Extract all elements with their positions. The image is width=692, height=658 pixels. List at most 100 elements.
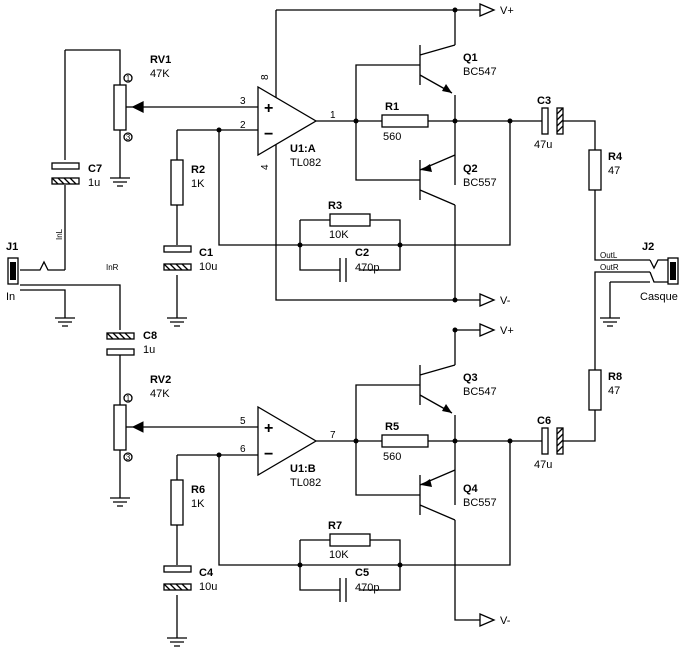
c4-ref: C4 xyxy=(199,567,214,579)
c2-ref: C2 xyxy=(355,247,369,259)
c3-value: 47u xyxy=(534,139,552,151)
rv2-pin-bottom: 3 xyxy=(126,453,131,462)
resistor-r5: R5 560 xyxy=(381,421,429,463)
resistor-r6: R6 1K xyxy=(170,479,205,526)
u1b-pin-7: 7 xyxy=(330,430,336,441)
u1b-ref: U1:B xyxy=(290,463,316,475)
r3-value: 10K xyxy=(329,229,349,241)
u1a-ref: U1:A xyxy=(290,143,316,155)
q3-ref: Q3 xyxy=(463,372,478,384)
j2-value: Casque xyxy=(640,291,678,303)
r7-ref: R7 xyxy=(328,520,342,532)
r2-value: 1K xyxy=(191,178,205,190)
u1a-value: TL082 xyxy=(290,157,321,169)
rail-vplus-label: V+ xyxy=(500,5,514,17)
resistor-r2: R2 1K xyxy=(170,159,205,206)
u1b-minus-sign: − xyxy=(264,446,273,463)
capacitor-c6: C6 47u xyxy=(534,415,564,471)
resistor-r3: R3 10K xyxy=(328,200,371,241)
rv2-pin-top: 1 xyxy=(126,394,131,403)
r4-value: 47 xyxy=(608,165,620,177)
opamp-u1a: + − 3 2 1 8 4 U1:A TL082 xyxy=(240,74,336,170)
c3-ref: C3 xyxy=(537,95,551,107)
c1-value: 10u xyxy=(199,261,217,273)
c8-value: 1u xyxy=(143,344,155,356)
resistor-r7: R7 10K xyxy=(328,520,371,561)
net-label-outl: OutL xyxy=(600,251,618,260)
rv1-value: 47K xyxy=(150,68,170,80)
u1a-minus-sign: − xyxy=(264,126,273,143)
r6-ref: R6 xyxy=(191,484,205,496)
rv1-ref: RV1 xyxy=(150,54,171,66)
capacitor-c7: C7 1u xyxy=(51,162,102,189)
q1-value: BC547 xyxy=(463,66,497,78)
rv2-value: 47K xyxy=(150,388,170,400)
rv1-pin-top: 1 xyxy=(126,74,131,83)
rail-vminus-top: V- xyxy=(479,293,511,307)
c8-ref: C8 xyxy=(143,330,157,342)
resistor-r8: R8 47 xyxy=(588,369,622,411)
resistor-r1: R1 560 xyxy=(381,101,429,143)
u1a-pin-8: 8 xyxy=(260,74,271,80)
c6-value: 47u xyxy=(534,459,552,471)
r8-ref: R8 xyxy=(608,371,622,383)
capacitor-c5: C5 470p xyxy=(339,567,379,602)
u1a-pin-3: 3 xyxy=(240,96,246,107)
u1b-value: TL082 xyxy=(290,477,321,489)
r6-value: 1K xyxy=(191,498,205,510)
rail-vminus-bottom: V- xyxy=(479,613,511,627)
resistor-r4: R4 47 xyxy=(588,149,623,191)
c2-value: 470p xyxy=(355,262,379,274)
rail-vminus-label: V- xyxy=(500,615,511,627)
u1b-pin-5: 5 xyxy=(240,416,246,427)
r5-value: 560 xyxy=(383,451,401,463)
c7-ref: C7 xyxy=(88,163,102,175)
capacitor-c1: C1 10u xyxy=(163,245,217,273)
rv1-pin-bottom: 3 xyxy=(126,133,131,142)
u1a-plus-sign: + xyxy=(264,100,273,117)
potentiometer-rv2: 1 3 RV2 47K xyxy=(113,374,171,462)
junction-dots xyxy=(216,7,513,568)
capacitor-c2: C2 470p xyxy=(339,247,379,282)
j1-ref: J1 xyxy=(6,241,18,253)
r3-ref: R3 xyxy=(328,200,342,212)
u1b-plus-sign: + xyxy=(264,420,273,437)
jack-j2: J2 Casque xyxy=(640,241,679,303)
c5-ref: C5 xyxy=(355,567,369,579)
net-label-inr: InR xyxy=(106,263,119,272)
r4-ref: R4 xyxy=(608,151,623,163)
q4-ref: Q4 xyxy=(463,483,479,495)
u1b-pin-6: 6 xyxy=(240,444,246,455)
capacitor-c8: C8 1u xyxy=(106,330,157,356)
c1-ref: C1 xyxy=(199,247,213,259)
c5-value: 470p xyxy=(355,582,379,594)
r1-value: 560 xyxy=(383,131,401,143)
transistor-q3: Q3 BC547 xyxy=(419,364,497,414)
c4-value: 10u xyxy=(199,581,217,593)
opamp-u1b: + − 5 6 7 U1:B TL082 xyxy=(240,405,336,489)
q2-ref: Q2 xyxy=(463,163,478,175)
transistor-q2: Q2 BC557 xyxy=(419,154,497,206)
u1a-pin-1: 1 xyxy=(330,110,336,121)
u1a-pin-4: 4 xyxy=(260,164,271,170)
rail-vplus-bottom: V+ xyxy=(479,323,514,337)
r1-ref: R1 xyxy=(385,101,399,113)
c6-ref: C6 xyxy=(537,415,551,427)
u1a-pin-2: 2 xyxy=(240,120,246,131)
r2-ref: R2 xyxy=(191,164,205,176)
rail-vplus-label: V+ xyxy=(500,325,514,337)
ground-symbols xyxy=(55,175,620,647)
j2-ref: J2 xyxy=(642,241,654,253)
q4-value: BC557 xyxy=(463,497,497,509)
rv2-ref: RV2 xyxy=(150,374,171,386)
net-label-inl: InL xyxy=(55,228,64,240)
c7-value: 1u xyxy=(88,177,100,189)
r7-value: 10K xyxy=(329,549,349,561)
q1-ref: Q1 xyxy=(463,52,478,64)
capacitor-c4: C4 10u xyxy=(163,565,217,593)
r5-ref: R5 xyxy=(385,421,399,433)
q2-value: BC557 xyxy=(463,177,497,189)
net-label-outr: OutR xyxy=(600,263,619,272)
